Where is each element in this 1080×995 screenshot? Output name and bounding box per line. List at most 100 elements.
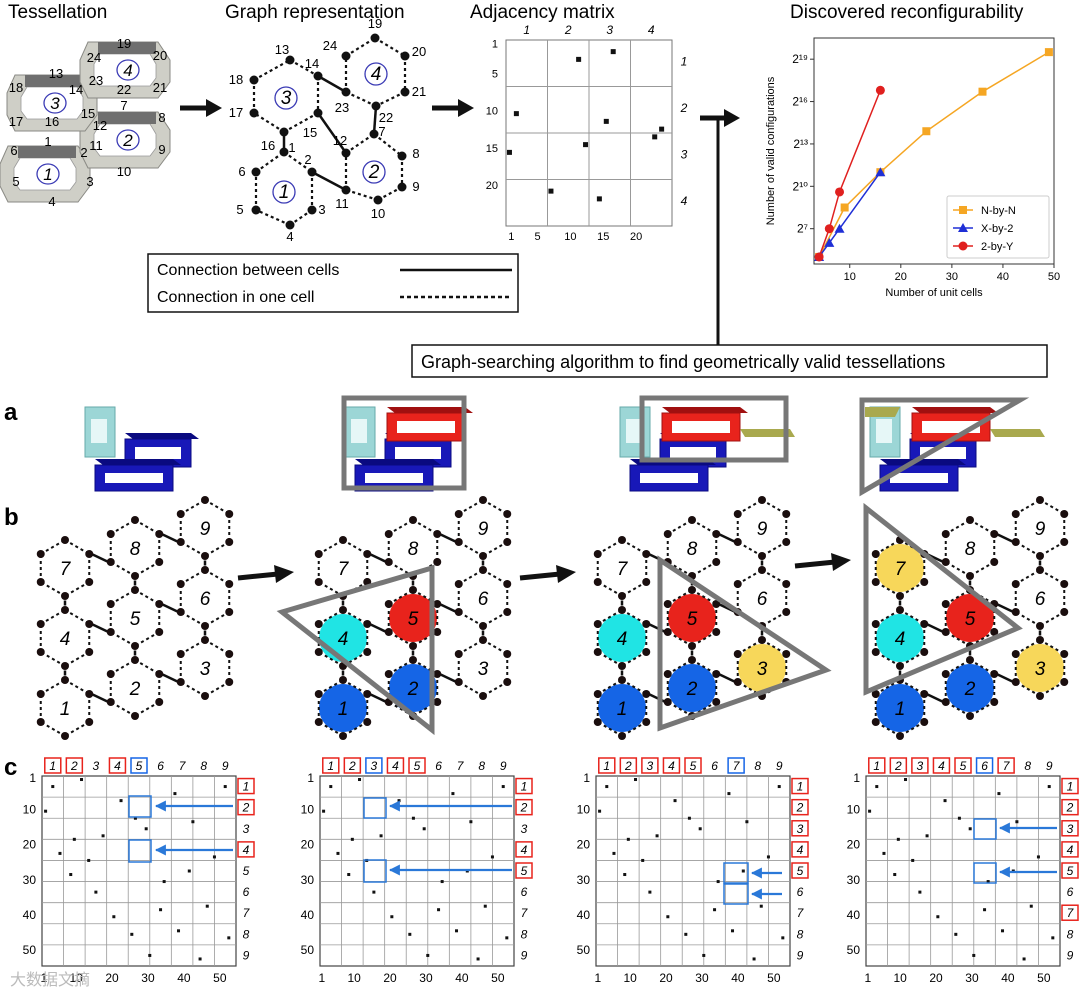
c-row-box [791, 841, 809, 858]
b-cell-fill [668, 664, 716, 712]
c-entry [329, 785, 333, 789]
graph-dashed-edge [377, 186, 403, 201]
b-cell-label: 9 [1035, 519, 1046, 540]
b-node [663, 628, 672, 636]
b-cell-edge [40, 539, 66, 555]
b-node [990, 670, 999, 678]
c-row-box [515, 798, 533, 816]
graph-node [285, 220, 295, 230]
c-entry [411, 816, 415, 820]
c-x-tick: 1 [594, 971, 601, 985]
b-cell-edge [737, 639, 763, 655]
c-col-label: 9 [776, 759, 783, 773]
selection-box [341, 395, 467, 491]
b-cell-edge [667, 589, 693, 605]
adj-entry [583, 142, 589, 148]
b-node [314, 648, 323, 656]
graph-node [400, 51, 410, 61]
chart-x-tick-label: 10 [844, 271, 856, 283]
b-node [642, 690, 651, 698]
b-node [593, 690, 602, 698]
c-entry [666, 915, 670, 919]
b-node [36, 718, 45, 726]
tess-edge-label: 12 [93, 118, 107, 133]
adj-y-tick: 15 [486, 143, 498, 155]
c-row-label: 2 [1066, 801, 1074, 815]
b-cell-edge [482, 639, 508, 655]
b-cell-label: 4 [895, 629, 906, 650]
b-node [593, 718, 602, 726]
c-row-box [1061, 904, 1079, 921]
c-entry [94, 890, 98, 894]
c-entry [781, 936, 785, 940]
b-node [61, 662, 69, 670]
c-entry [455, 929, 459, 933]
b-node [503, 580, 512, 588]
b-node [479, 622, 487, 630]
c-entry [390, 915, 394, 919]
b-node [454, 538, 463, 546]
graph-cell-ring [362, 160, 386, 184]
b-node [106, 600, 115, 608]
tess-edge-label: 23 [89, 73, 103, 88]
c-entry [918, 890, 922, 894]
c-blue-highlight [363, 859, 387, 883]
b-cell-edge [621, 609, 647, 625]
b-cell-edge [969, 519, 995, 535]
c-y-tick: 1 [583, 771, 590, 785]
b-cell-edge [482, 681, 508, 697]
c-x-tick: 40 [455, 971, 469, 985]
arrow-head-icon [206, 99, 222, 117]
c-x-tick: 30 [695, 971, 709, 985]
c-entry [687, 816, 691, 820]
c-entry [223, 785, 227, 789]
b-cell-label: 7 [338, 559, 350, 580]
b-cell-fill [319, 684, 367, 732]
b-node [688, 516, 696, 524]
b-node [871, 578, 880, 586]
c-entry [731, 929, 735, 933]
b-node [409, 516, 417, 524]
b-node [454, 510, 463, 518]
c-y-tick: 50 [301, 943, 315, 957]
b-node [503, 650, 512, 658]
b-node [758, 636, 766, 644]
b-node [593, 578, 602, 586]
block-blue-hole [365, 473, 423, 483]
b-cell-edge [875, 679, 901, 695]
c-entry [655, 834, 659, 838]
c-entry [968, 827, 972, 831]
b-node [479, 552, 487, 560]
adj-row-label: 3 [681, 148, 688, 162]
b-cell-edge [691, 561, 717, 577]
connection-legend: Connection between cells Connection in o… [147, 253, 519, 313]
b-cell-label: 1 [617, 699, 628, 720]
b-cell-edge [412, 631, 438, 647]
c-y-tick: 10 [23, 802, 37, 816]
b-node [782, 608, 791, 616]
b-node [85, 718, 94, 726]
block-blue-top [95, 459, 181, 465]
b-node [85, 690, 94, 698]
c-entry [612, 851, 616, 855]
b-cell-fill [876, 614, 924, 662]
b-cell-edge [110, 631, 136, 647]
c-blue-highlight [723, 862, 749, 884]
b-node [1060, 678, 1069, 686]
b-node [712, 530, 721, 538]
b-node [106, 628, 115, 636]
graph-node [373, 195, 383, 205]
b-cell-label: 5 [687, 609, 698, 630]
graph-node [249, 108, 259, 118]
chart-y-tick-label: 2¹⁹ [792, 52, 808, 66]
b-node [363, 718, 372, 726]
c-y-tick: 30 [847, 873, 861, 887]
adj-row-label: 1 [681, 55, 688, 69]
b-node [642, 550, 651, 558]
c-entry [347, 873, 351, 877]
b-node [688, 656, 696, 664]
b-node [642, 578, 651, 586]
chart-y-tick-label: 2¹³ [793, 137, 808, 151]
b-node [155, 698, 164, 706]
